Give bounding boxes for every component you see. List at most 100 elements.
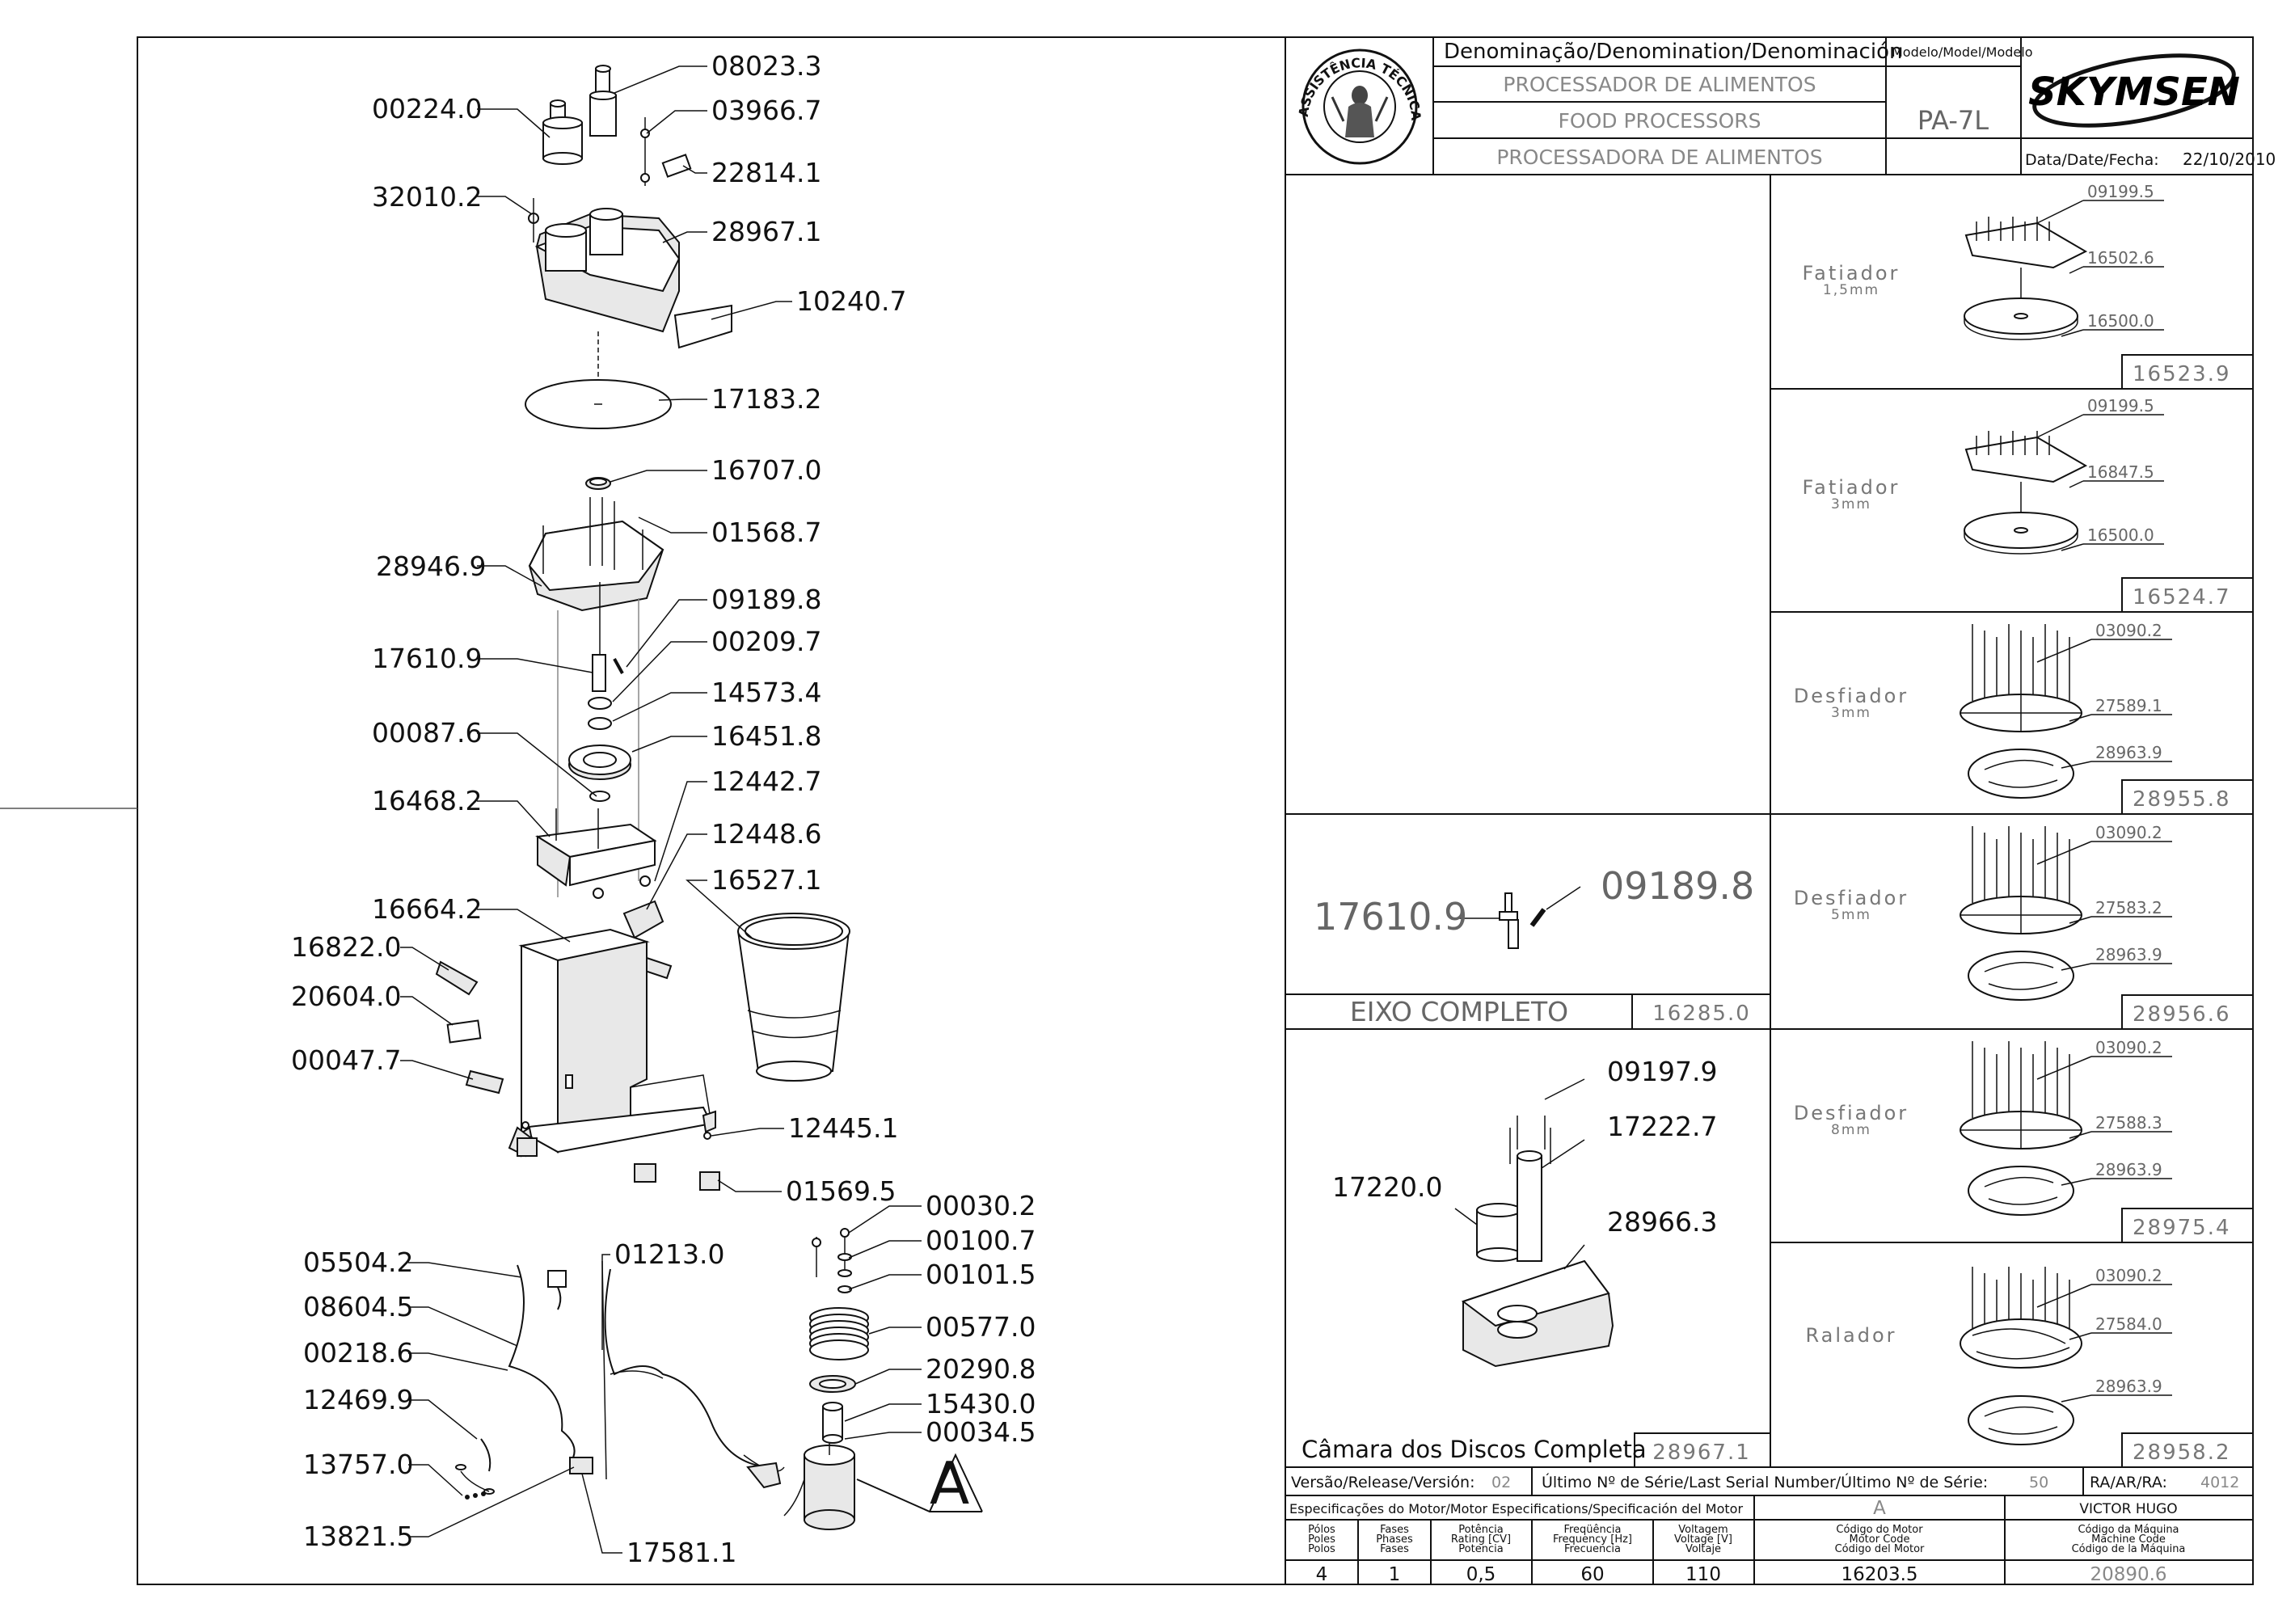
svg-text:SKYMSEN: SKYMSEN	[2028, 70, 2240, 115]
motor-spec-header: Freqüência	[1563, 1524, 1621, 1536]
disc-leader	[2036, 1284, 2092, 1308]
blade-disc	[1968, 1395, 2074, 1445]
part-label: 17581.1	[626, 1537, 736, 1568]
disc-part-label: 27589.1	[2095, 696, 2162, 715]
detail-marker: A	[930, 1449, 969, 1517]
grater-teeth	[1972, 1328, 2070, 1360]
shaft-and-pulley	[568, 654, 631, 802]
disc-size: 3mm	[1831, 705, 1871, 721]
part-label: 22814.1	[711, 157, 821, 188]
skymsen-logo: SKYMSEN	[2028, 53, 2240, 128]
grater-disc	[1960, 1318, 2082, 1369]
disc-leader	[2036, 841, 2092, 865]
part-label: 00030.2	[926, 1190, 1036, 1221]
disc-leader	[2069, 266, 2084, 274]
callout-leader	[408, 1306, 518, 1347]
shaft-drawing	[1455, 886, 1581, 949]
part-label: 28967.1	[711, 216, 821, 247]
main-exploded-view: A	[435, 65, 983, 1530]
callout-leader	[408, 1262, 522, 1278]
part-label: 13757.0	[303, 1449, 413, 1480]
disc-size: 3mm	[1831, 496, 1871, 513]
callout-leader	[626, 599, 707, 668]
callout-leader	[612, 641, 707, 702]
disc-hub	[2014, 527, 2028, 534]
part-label: 00224.0	[372, 93, 482, 124]
callout-leader	[612, 692, 707, 722]
blade-disc	[1968, 1166, 2074, 1216]
callout-leader	[638, 517, 707, 534]
disc-code: 16523.9	[2133, 362, 2231, 386]
disc-part-label: 03090.2	[2095, 823, 2162, 842]
part-label: 12469.9	[303, 1384, 413, 1415]
part-label: 17183.2	[711, 383, 821, 415]
part-label: 00100.7	[926, 1225, 1036, 1256]
motor-spec-header: Código de la Máquina	[2072, 1543, 2186, 1555]
disc-part-label: 16500.0	[2087, 525, 2154, 545]
callout-leader	[848, 1274, 922, 1290]
part-label: 01213.0	[614, 1238, 724, 1270]
disc-name: Fatiador	[1803, 476, 1901, 499]
part-label: 20290.8	[926, 1353, 1036, 1385]
disc-chamber-panel: 09197.9 17222.7 17220.0 28966.3 Câmara d…	[1301, 1056, 1771, 1468]
part-label: 12448.6	[711, 818, 821, 850]
part-label: 16822.0	[291, 931, 401, 963]
motor-spec-header: Frecuencia	[1564, 1543, 1621, 1555]
shaft-title: EIXO COMPLETO	[1350, 996, 1568, 1027]
disc-part-label: 28963.9	[2095, 945, 2162, 964]
name-en: FOOD PROCESSORS	[1559, 109, 1761, 133]
callout-leader	[408, 1466, 575, 1538]
chamber-part-1: 09197.9	[1607, 1056, 1717, 1087]
disc-size: 5mm	[1831, 907, 1871, 923]
callout-leader	[400, 996, 454, 1026]
callout-leader	[477, 196, 533, 215]
callout-leader	[646, 833, 707, 910]
model-label: Modelo/Model/Modelo	[1892, 44, 2032, 60]
blade-curve	[1984, 1176, 2058, 1205]
part-label: 05504.2	[303, 1246, 413, 1278]
disc-leader	[2061, 963, 2092, 971]
author-name: VICTOR HUGO	[2079, 1501, 2177, 1517]
part-label: 17610.9	[372, 643, 482, 674]
ra-value: 4012	[2200, 1474, 2239, 1491]
callout-leader	[844, 1432, 922, 1440]
motor-spec-header: Voltage [V]	[1674, 1533, 1732, 1546]
blade-curve	[1984, 759, 2058, 788]
part-label: 32010.2	[372, 181, 482, 213]
motor-spec-header: Voltagem	[1678, 1524, 1728, 1536]
disc-part-label: 16500.0	[2087, 311, 2154, 331]
motor-spec-value: 110	[1685, 1564, 1721, 1585]
motor-spec-header: Potencia	[1458, 1543, 1503, 1555]
blade-curve	[1984, 1406, 2058, 1435]
motor-spec-header: Fases	[1380, 1543, 1409, 1555]
shaft-pin-label: 09189.8	[1601, 864, 1754, 908]
disc-code-box	[2121, 994, 2254, 1030]
motor-and-wiring	[455, 1260, 855, 1530]
callout-leader	[682, 165, 707, 174]
part-label: 01568.7	[711, 517, 821, 548]
part-label: 00101.5	[926, 1259, 1036, 1290]
model-value: PA-7L	[1917, 105, 1989, 136]
callout-leader	[477, 732, 597, 797]
callout-leader	[646, 110, 707, 134]
motor-spec-value: 1	[1389, 1564, 1401, 1585]
motor-spec-header: Fases	[1380, 1524, 1409, 1536]
disc-size: 8mm	[1831, 1122, 1871, 1138]
shaft-part-label: 17610.9	[1314, 895, 1467, 939]
callout-leader	[662, 231, 707, 243]
part-label: 00218.6	[303, 1337, 413, 1369]
callout-leader	[848, 1205, 922, 1234]
part-label: 08023.3	[711, 50, 821, 82]
denomination-label: Denominação/Denomination/Denominación	[1444, 40, 1902, 64]
switch-parts	[435, 900, 673, 1095]
callout-leader	[400, 1060, 474, 1080]
part-label: 13821.5	[303, 1521, 413, 1552]
authorized-service-seal: ASSISTÊNCIA TÉCNICA AUTORIZADA	[0, 0, 1424, 165]
disc-part-label: 03090.2	[2095, 621, 2162, 640]
callout-leader	[844, 1403, 922, 1422]
chamber-code: 28967.1	[1652, 1441, 1751, 1465]
disc-leader	[2069, 1332, 2092, 1340]
disc-leader	[2061, 1178, 2092, 1186]
